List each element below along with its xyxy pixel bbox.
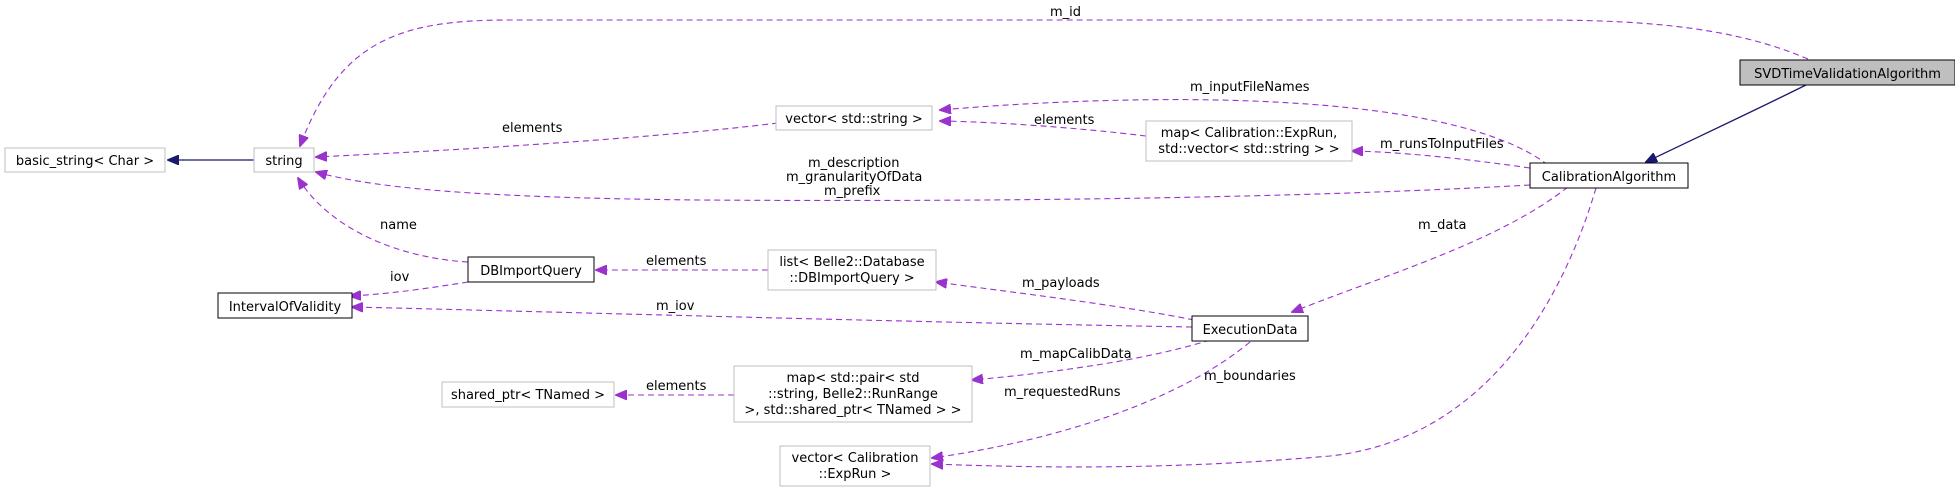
edge-m-input-file-names bbox=[940, 99, 1549, 166]
node-label: map< Calibration::ExpRun, bbox=[1161, 126, 1338, 141]
edge-label-elements-list: elements bbox=[646, 254, 707, 269]
edge-label-elements-map: elements bbox=[1034, 113, 1095, 128]
node-label: std::vector< std::string > > bbox=[1158, 142, 1339, 157]
edge-elements-map-exprun bbox=[940, 121, 1147, 137]
node-string[interactable]: string bbox=[253, 147, 315, 173]
edge-label-m-iov: m_iov bbox=[656, 299, 695, 314]
edge-labels: m_id m_inputFileNames elements elements … bbox=[380, 5, 1504, 400]
edge-m-description bbox=[316, 172, 1531, 202]
node-label: IntervalOfValidity bbox=[229, 300, 342, 315]
edge-label-m-granularity-of-data: m_granularityOfData bbox=[786, 170, 922, 185]
node-label: basic_string< Char > bbox=[16, 154, 154, 169]
node-label: >, std::shared_ptr< TNamed > > bbox=[744, 403, 961, 418]
node-list-db-import-query[interactable]: list< Belle2::Database ::DBImportQuery > bbox=[767, 249, 937, 291]
edge-label-m-prefix: m_prefix bbox=[824, 184, 881, 199]
edge-m-runs-to-input-files bbox=[1352, 151, 1531, 169]
edge-label-elements-shared: elements bbox=[646, 379, 707, 394]
edge-label-elements-vec: elements bbox=[502, 121, 563, 136]
edge-label-m-payloads: m_payloads bbox=[1022, 276, 1100, 291]
node-calibration-algorithm[interactable]: CalibrationAlgorithm bbox=[1529, 162, 1689, 189]
edge-label-m-runs-to-input-files: m_runsToInputFiles bbox=[1380, 137, 1504, 152]
edge-m-iov bbox=[352, 307, 1193, 328]
node-label: ::ExpRun > bbox=[819, 467, 892, 482]
node-label: ::DBImportQuery > bbox=[789, 271, 914, 286]
node-label: ExecutionData bbox=[1203, 323, 1298, 338]
edge-label-m-requested-runs: m_requestedRuns bbox=[1004, 385, 1121, 400]
edge-m-id bbox=[300, 19, 1809, 146]
edge-label-m-boundaries: m_boundaries bbox=[1204, 369, 1296, 384]
node-db-import-query[interactable]: DBImportQuery bbox=[467, 256, 595, 283]
edge-m-data bbox=[1292, 186, 1569, 312]
edge-elements-vec-string bbox=[316, 122, 779, 157]
edge-m-map-calib-data bbox=[972, 339, 1211, 380]
node-label: map< std::pair< std bbox=[786, 371, 919, 386]
edge-label-m-id: m_id bbox=[1050, 5, 1081, 20]
node-vector-string[interactable]: vector< std::string > bbox=[775, 105, 933, 131]
nodes: SVDTimeValidationAlgorithm CalibrationAl… bbox=[4, 59, 1955, 487]
node-label: vector< Calibration bbox=[792, 451, 919, 466]
node-label: DBImportQuery bbox=[480, 264, 582, 279]
node-label: list< Belle2::Database bbox=[779, 255, 924, 270]
node-label: CalibrationAlgorithm bbox=[1542, 170, 1676, 185]
node-label: SVDTimeValidationAlgorithm bbox=[1754, 67, 1941, 82]
node-label: ::string, Belle2::RunRange bbox=[768, 387, 938, 402]
node-label: shared_ptr< TNamed > bbox=[451, 388, 605, 403]
node-vector-exprun[interactable]: vector< Calibration ::ExpRun > bbox=[779, 445, 931, 487]
edge-label-m-input-file-names: m_inputFileNames bbox=[1190, 80, 1310, 95]
node-map-exprun[interactable]: map< Calibration::ExpRun, std::vector< s… bbox=[1145, 120, 1353, 162]
node-label: string bbox=[265, 154, 302, 169]
edge-label-m-description: m_description bbox=[808, 156, 899, 171]
edge-label-name: name bbox=[380, 218, 417, 233]
edge-m-payloads bbox=[936, 282, 1195, 321]
node-execution-data[interactable]: ExecutionData bbox=[1191, 315, 1309, 342]
node-svd-time-validation-algorithm[interactable]: SVDTimeValidationAlgorithm bbox=[1739, 59, 1955, 86]
node-map-pair-runrange[interactable]: map< std::pair< std ::string, Belle2::Ru… bbox=[733, 365, 973, 423]
node-basic-string[interactable]: basic_string< Char > bbox=[4, 147, 166, 173]
node-shared-ptr-tnamed[interactable]: shared_ptr< TNamed > bbox=[441, 381, 615, 408]
edges bbox=[168, 19, 1813, 467]
edge-inherit-svd-to-calib bbox=[1646, 81, 1813, 162]
node-label: vector< std::string > bbox=[785, 112, 922, 127]
edge-m-boundaries bbox=[932, 187, 1597, 467]
edge-label-m-data: m_data bbox=[1418, 218, 1466, 233]
edge-m-requested-runs bbox=[932, 341, 1251, 458]
edge-name bbox=[298, 178, 469, 263]
edge-label-iov: iov bbox=[390, 270, 410, 285]
edge-label-m-map-calib-data: m_mapCalibData bbox=[1020, 347, 1132, 362]
node-interval-of-validity[interactable]: IntervalOfValidity bbox=[217, 292, 353, 319]
edge-iov bbox=[350, 281, 469, 296]
